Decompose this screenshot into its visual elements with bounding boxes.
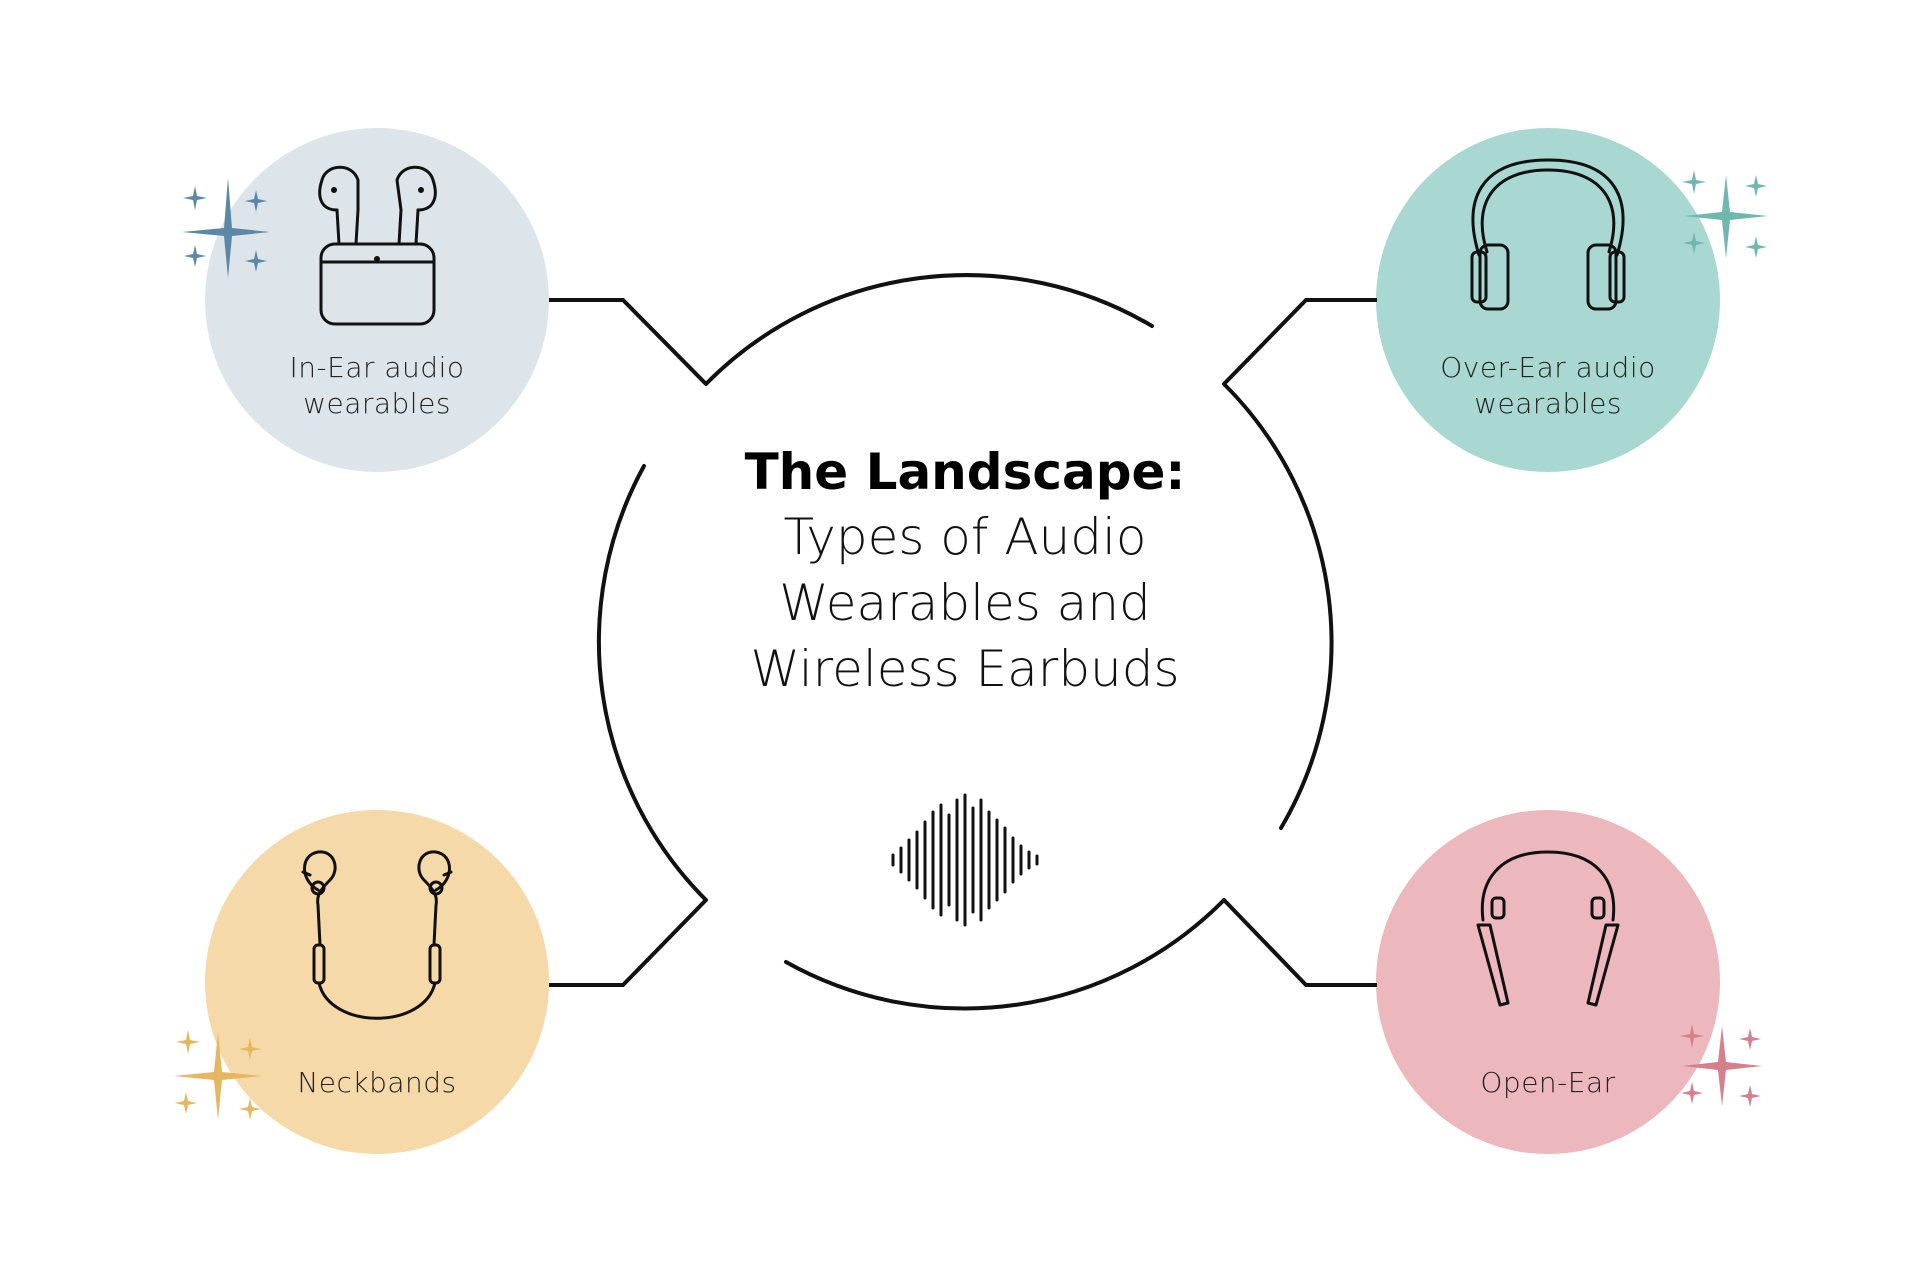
over-ear-circle [1376, 128, 1720, 472]
connector-over-ear [1222, 298, 1377, 386]
sparkle-neckband-icon [174, 1030, 262, 1120]
neckband-circle [205, 810, 549, 1154]
over-ear-label-line1: Over-Ear audio [1440, 351, 1656, 384]
title-line-2: Wearables and [779, 574, 1151, 632]
in-ear-label-line1: In-Ear audio [289, 351, 465, 384]
over-ear-headphones-icon [1470, 158, 1626, 311]
in-ear-label: In-Ear audio wearables [207, 350, 547, 422]
in-ear-circle [205, 128, 549, 472]
sparkle-in-ear-icon [182, 178, 270, 278]
connector-in-ear [549, 298, 708, 386]
ring-arc-right [1222, 382, 1334, 830]
title-line-1: Types of Audio [783, 508, 1147, 566]
sparkle-over-ear-icon [1682, 170, 1768, 258]
sound-wave-icon [891, 793, 1039, 927]
sparkle-open-ear-icon [1680, 1024, 1762, 1107]
neckband-earphones-icon [301, 850, 453, 1020]
ring-arc-left [596, 464, 708, 902]
ring-arc-top [704, 273, 1154, 386]
diagram-title: The Landscape: Types of Audio Wearables … [690, 440, 1240, 702]
connector-open-ear [1222, 898, 1377, 987]
open-ear-circle [1376, 810, 1720, 1154]
title-line-3: Wireless Earbuds [750, 640, 1180, 698]
earbuds-case-icon [318, 165, 437, 326]
in-ear-label-line2: wearables [303, 387, 451, 420]
connector-neckband [549, 898, 708, 987]
open-ear-label-line1: Open-Ear [1480, 1066, 1616, 1099]
open-ear-label: Open-Ear [1378, 1065, 1718, 1101]
central-ring [596, 273, 1334, 1011]
over-ear-label-line2: wearables [1474, 387, 1622, 420]
neckband-label-line1: Neckbands [297, 1066, 457, 1099]
neckband-label: Neckbands [207, 1065, 547, 1101]
title-main: The Landscape: [744, 443, 1186, 501]
open-ear-headphones-icon [1476, 850, 1620, 1007]
ring-arc-bottom [784, 898, 1226, 1011]
over-ear-label: Over-Ear audio wearables [1378, 350, 1718, 422]
connectors [549, 298, 1377, 987]
